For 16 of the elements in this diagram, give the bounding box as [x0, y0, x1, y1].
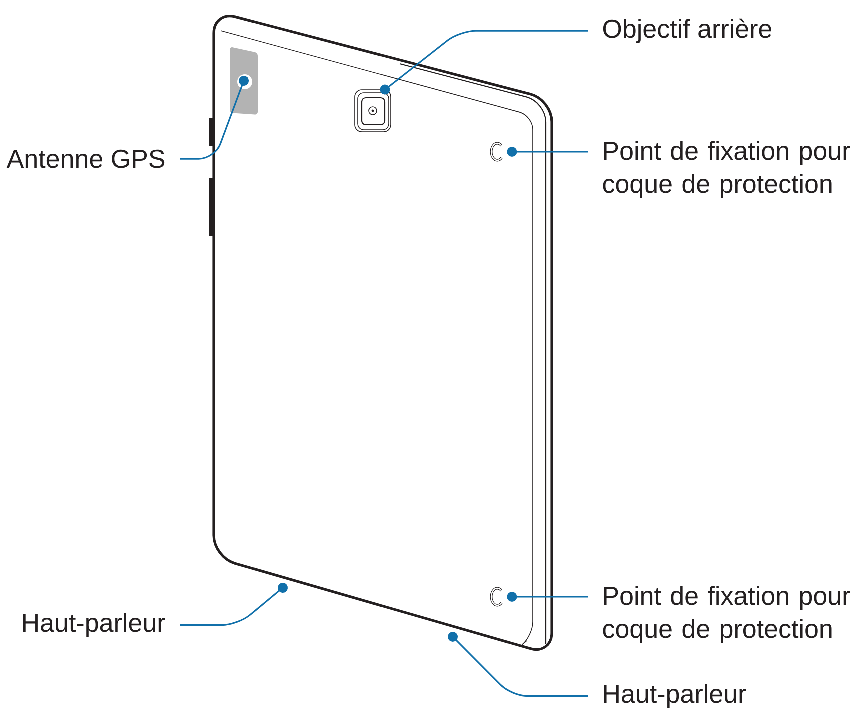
attachment-hole	[490, 587, 503, 607]
callout-label: Antenne GPS	[6, 150, 165, 168]
leader-line	[507, 147, 588, 157]
callout-label: Point de fixation pour coque de protection	[603, 141, 850, 198]
callout-label: Haut-parleur	[604, 684, 746, 708]
attachment-hole	[490, 142, 503, 162]
camera-lens	[354, 90, 392, 132]
callout-label: Objectif arrière	[603, 18, 772, 44]
leader-line	[507, 592, 588, 602]
leader-line	[380, 30, 588, 95]
leader-line	[180, 76, 249, 160]
callout-label: Point de fixation pour coque de protection	[603, 586, 850, 644]
callout-label: Haut-parleur	[23, 613, 166, 638]
leader-line	[448, 632, 588, 698]
leader-line	[180, 583, 288, 626]
antenna-patch	[230, 48, 258, 115]
